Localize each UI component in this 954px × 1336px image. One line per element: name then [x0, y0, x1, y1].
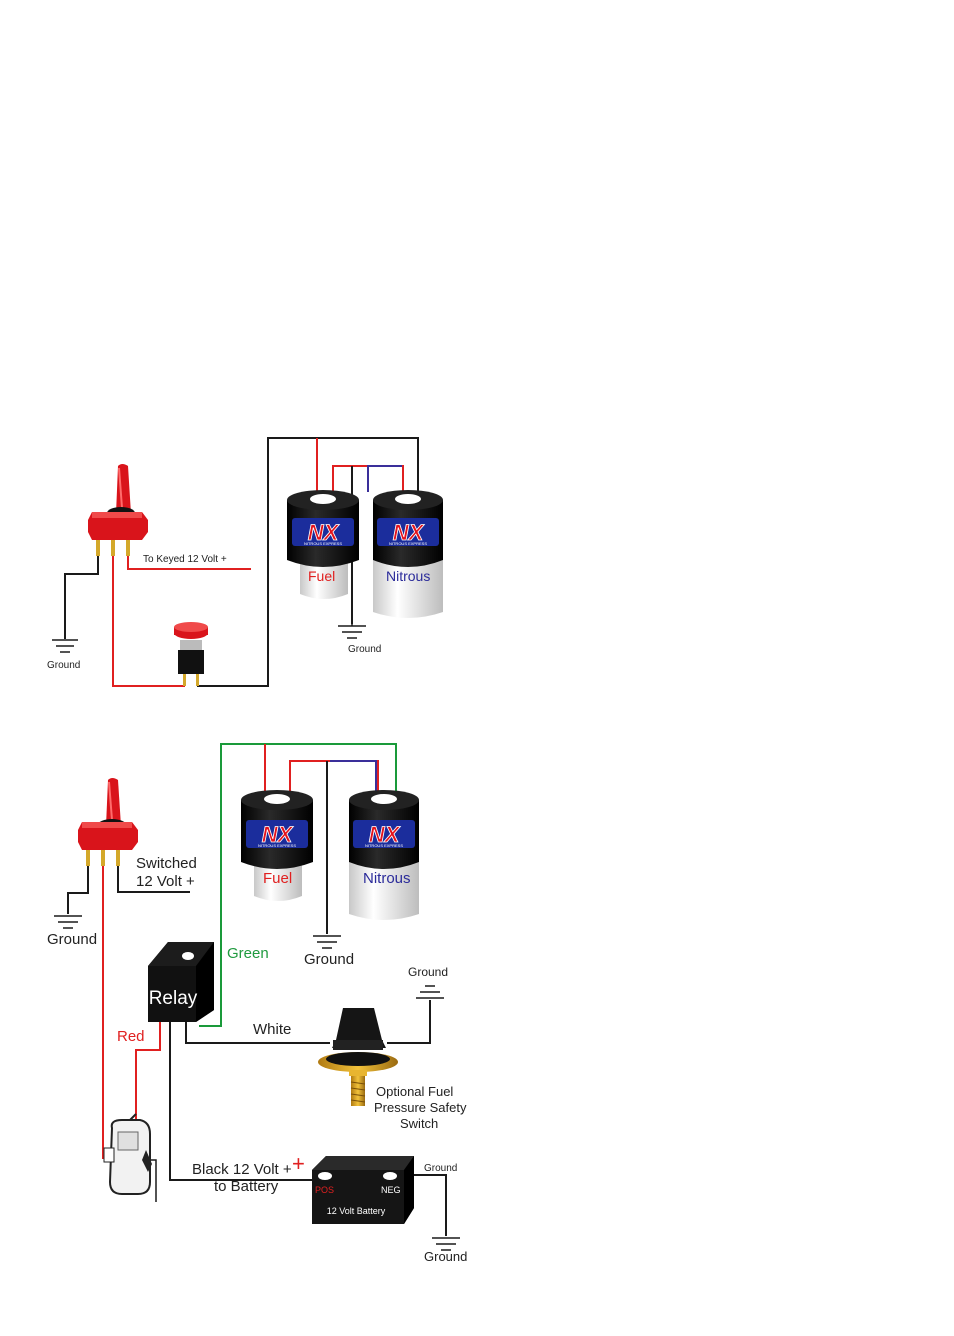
green-label: Green — [227, 945, 269, 962]
nx-logo-icon: NX NITROUS EXPRESS — [377, 518, 439, 546]
svg-text:NX: NX — [369, 822, 401, 847]
solenoid-icon: NX NITROUS EXPRESS — [287, 490, 359, 599]
battery-icon: POS NEG 12 Volt Battery — [312, 1156, 414, 1224]
pressure-switch-icon — [318, 1008, 398, 1106]
black-wire — [197, 437, 419, 687]
green-wire — [199, 743, 397, 1027]
solenoid-icon: NX NITROUS EXPRESS — [349, 790, 419, 920]
ground-label-right-top: Ground — [408, 965, 448, 979]
ground-icon — [313, 935, 341, 949]
toggle-to-button-wire — [112, 556, 185, 687]
ground-label-bottom-right: Ground — [424, 1249, 467, 1264]
ground-label-center: Ground — [348, 644, 381, 655]
ground-icon — [416, 985, 444, 999]
battery-wire-label-2: to Battery — [214, 1178, 279, 1195]
keyed-wire — [127, 556, 251, 570]
relay-icon: Relay — [148, 942, 214, 1022]
pressure-switch-label-3: Switch — [400, 1116, 438, 1131]
svg-text:POS: POS — [315, 1185, 334, 1195]
nx-logo-icon: NX NITROUS EXPRESS — [292, 518, 354, 546]
relay-red-wire — [135, 1022, 161, 1120]
nx-logo-icon: NX NITROUS EXPRESS — [353, 820, 415, 848]
keyed-label: To Keyed 12 Volt + — [143, 554, 227, 565]
relay-battery-wire — [169, 1022, 318, 1181]
toggle-to-microswitch-wire — [102, 866, 110, 1159]
solenoid-icon: NX NITROUS EXPRESS — [241, 790, 313, 901]
svg-text:NEG: NEG — [381, 1185, 401, 1195]
white-label: White — [253, 1021, 291, 1038]
pressure-ground-wire — [387, 1000, 431, 1044]
toggle-switch-icon — [88, 464, 148, 556]
svg-text:NX: NX — [262, 822, 294, 847]
svg-text:Relay: Relay — [149, 988, 198, 1009]
toggle-ground-wire — [64, 556, 99, 639]
fuel-label: Fuel — [263, 870, 292, 887]
solenoid-icon: NX NITROUS EXPRESS — [373, 490, 443, 618]
blue-wire — [367, 465, 402, 492]
red-wire-nitrous — [289, 760, 379, 792]
pressure-switch-label-2: Pressure Safety — [374, 1100, 467, 1115]
microswitch-icon — [103, 1113, 152, 1195]
nitrous-label: Nitrous — [386, 568, 430, 584]
battery-ground-wire — [413, 1174, 447, 1236]
red-label: Red — [117, 1028, 145, 1045]
switched-label-2: 12 Volt + — [136, 873, 195, 890]
svg-text:NX: NX — [308, 520, 340, 545]
battery-wire-label-1: Black 12 Volt + — [192, 1161, 292, 1178]
ground-icon — [432, 1237, 460, 1251]
pressure-switch-label-1: Optional Fuel — [376, 1084, 453, 1099]
battery-plus-label: + — [292, 1151, 305, 1176]
svg-text:NITROUS EXPRESS: NITROUS EXPRESS — [258, 843, 296, 848]
toggle-switch-icon — [78, 778, 138, 866]
ground-label-battery-wire: Ground — [424, 1163, 457, 1174]
ground-icon — [52, 639, 78, 653]
fuel-label: Fuel — [308, 568, 335, 584]
blue-wire — [330, 760, 377, 792]
svg-text:NITROUS EXPRESS: NITROUS EXPRESS — [304, 541, 342, 546]
push-button-icon — [174, 622, 208, 686]
switched-label-1: Switched — [136, 855, 197, 872]
nitrous-label: Nitrous — [363, 870, 411, 887]
ground-label-left: Ground — [47, 660, 80, 671]
switched-wire — [117, 866, 190, 893]
svg-text:NX: NX — [393, 520, 425, 545]
ground-label-left: Ground — [47, 931, 97, 948]
ground-icon — [54, 915, 82, 929]
svg-text:NITROUS EXPRESS: NITROUS EXPRESS — [389, 541, 427, 546]
ground-label-center: Ground — [304, 951, 354, 968]
bottom-diagram: Switched 12 Volt + Ground NX NITROUS EXP… — [47, 743, 467, 1264]
svg-text:12 Volt Battery: 12 Volt Battery — [327, 1206, 386, 1216]
ground-icon — [338, 624, 366, 639]
nx-logo-icon: NX NITROUS EXPRESS — [246, 820, 308, 848]
toggle-ground-wire — [67, 866, 89, 914]
svg-text:NITROUS EXPRESS: NITROUS EXPRESS — [365, 843, 403, 848]
white-wire — [185, 1022, 330, 1044]
top-diagram: To Keyed 12 Volt + Ground Ground — [47, 437, 443, 687]
